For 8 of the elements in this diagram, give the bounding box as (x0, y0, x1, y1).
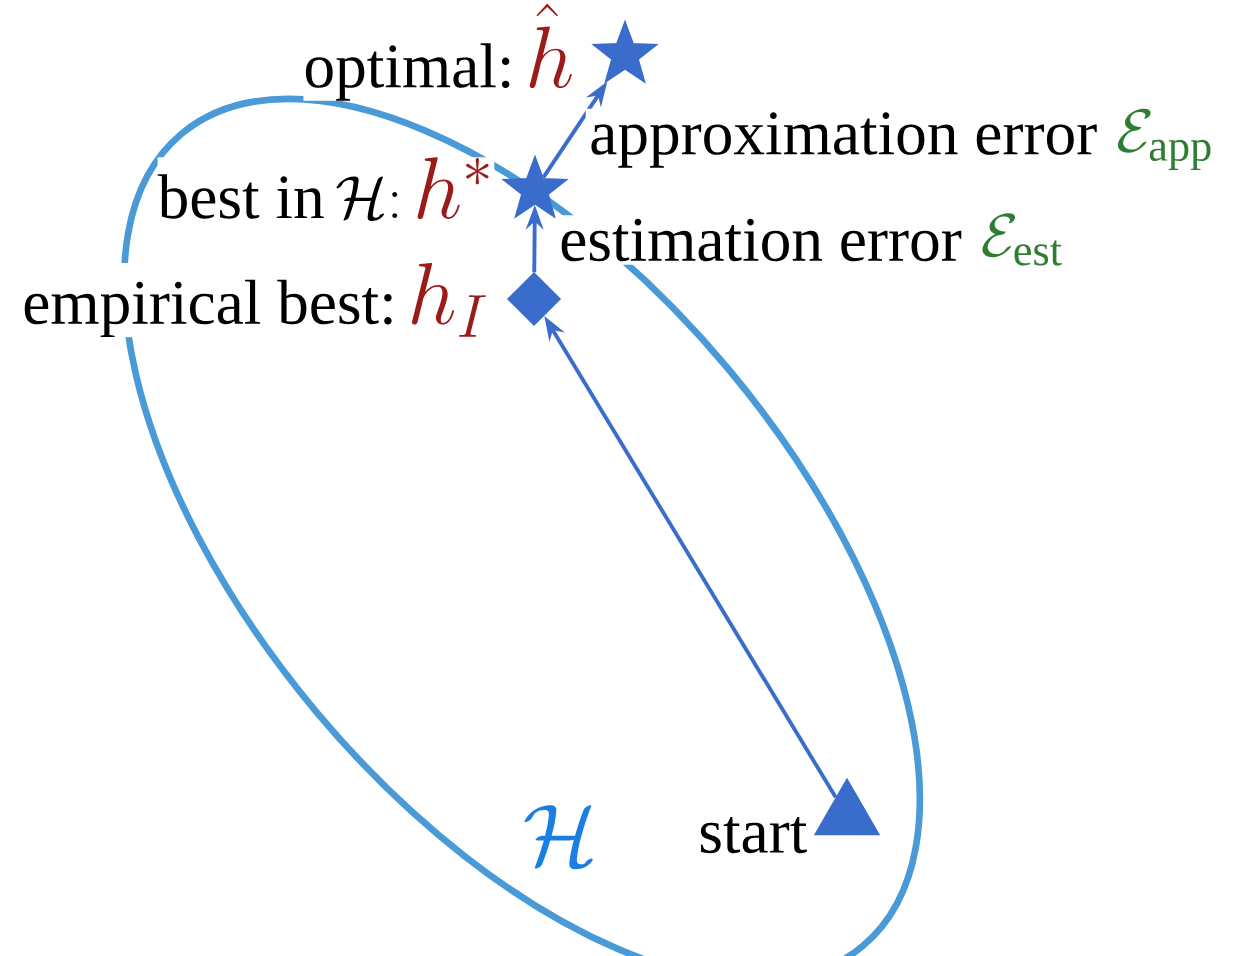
error-symbol: $\mathcal{E}_{\mathrm{est}}$ (982, 213, 1062, 266)
edge-label: approximation error (585, 108, 1101, 172)
edge-label: estimation error (555, 215, 966, 265)
node-label: start (698, 816, 808, 854)
node-label: empirical best: $h_I$ (22, 262, 490, 338)
error-symbol: $\mathcal{E}_{\mathrm{app}}$ (1117, 108, 1211, 171)
node-label: best in $\mathcal{H}{:}$ $h^*$ (157, 157, 495, 222)
node-label: optimal: $\hat{h}$ (303, 3, 575, 101)
